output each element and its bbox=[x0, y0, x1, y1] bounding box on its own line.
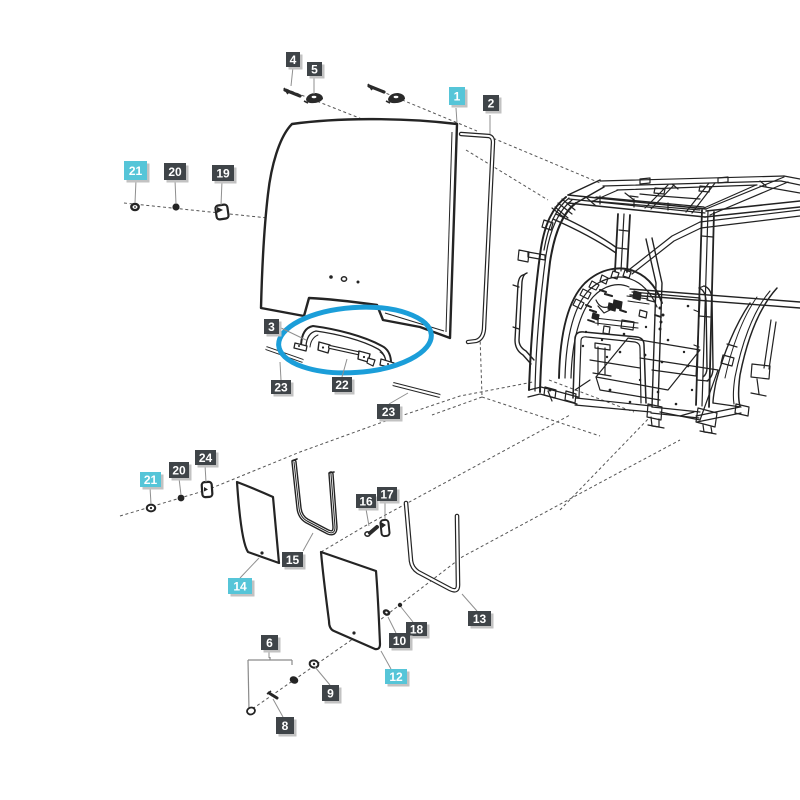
svg-text:4: 4 bbox=[290, 53, 297, 67]
svg-text:9: 9 bbox=[327, 686, 334, 700]
svg-text:21: 21 bbox=[129, 164, 143, 178]
svg-text:1: 1 bbox=[454, 89, 461, 103]
svg-text:12: 12 bbox=[389, 670, 403, 684]
svg-text:19: 19 bbox=[216, 166, 230, 180]
svg-text:8: 8 bbox=[282, 719, 289, 733]
svg-text:22: 22 bbox=[335, 378, 349, 392]
svg-text:21: 21 bbox=[144, 473, 158, 487]
svg-text:23: 23 bbox=[382, 405, 396, 419]
svg-text:20: 20 bbox=[172, 463, 186, 477]
svg-text:17: 17 bbox=[380, 487, 394, 501]
svg-text:20: 20 bbox=[168, 165, 182, 179]
svg-text:16: 16 bbox=[359, 494, 373, 508]
svg-text:23: 23 bbox=[274, 380, 288, 394]
svg-text:18: 18 bbox=[410, 622, 424, 636]
svg-text:10: 10 bbox=[393, 634, 407, 648]
svg-text:24: 24 bbox=[199, 451, 213, 465]
svg-text:13: 13 bbox=[473, 612, 487, 626]
svg-text:6: 6 bbox=[266, 636, 273, 650]
svg-text:2: 2 bbox=[488, 96, 495, 110]
svg-text:5: 5 bbox=[311, 62, 318, 76]
svg-text:3: 3 bbox=[268, 320, 275, 334]
svg-text:14: 14 bbox=[233, 579, 247, 593]
svg-text:15: 15 bbox=[286, 553, 300, 567]
